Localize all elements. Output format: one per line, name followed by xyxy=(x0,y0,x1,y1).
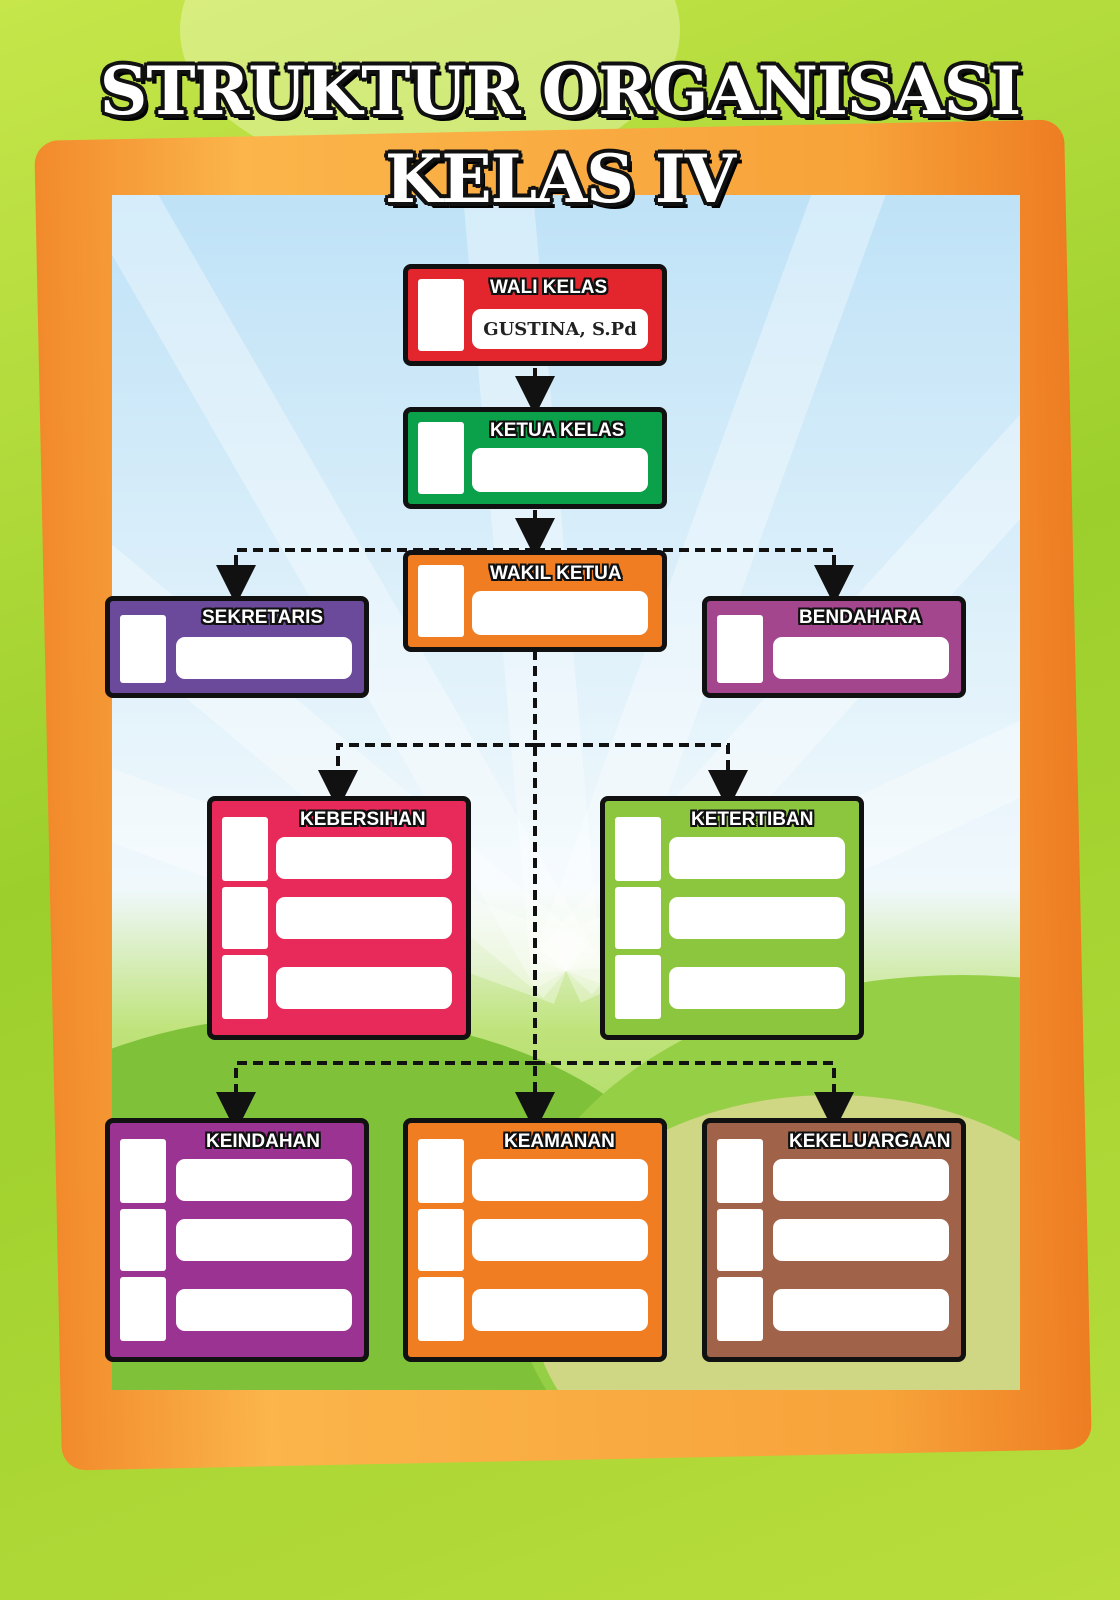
member-photo xyxy=(418,1139,464,1203)
kebersihan-box: KEBERSIHAN xyxy=(207,796,471,1040)
member-photo xyxy=(222,887,268,949)
member-name-field xyxy=(472,1159,648,1201)
wakil-ketua-label: WAKIL KETUA xyxy=(490,563,622,584)
sekretaris-box: SEKRETARIS xyxy=(105,596,369,698)
member-name-field xyxy=(669,897,845,939)
member-name-field xyxy=(176,1289,352,1331)
member-photo xyxy=(615,817,661,881)
kekeluargaan-box: KEKELUARGAAN xyxy=(702,1118,966,1362)
member-name-field xyxy=(773,1289,949,1331)
member-photo xyxy=(717,1209,763,1271)
member-name-field xyxy=(176,1219,352,1261)
page-title: STRUKTUR ORGANISASI xyxy=(99,52,1022,130)
member-photo xyxy=(615,887,661,949)
ketertiban-label: KETERTIBAN xyxy=(691,809,814,830)
member-name-field xyxy=(276,837,452,879)
member-photo xyxy=(222,817,268,881)
wali-kelas-name: GUSTINA, S.Pd xyxy=(472,309,648,349)
sekretaris-label: SEKRETARIS xyxy=(202,607,324,628)
member-name-field xyxy=(472,1219,648,1261)
member-photo xyxy=(120,1277,166,1341)
bendahara-label: BENDAHARA xyxy=(799,607,922,628)
keindahan-box: KEINDAHAN xyxy=(105,1118,369,1362)
ketua-kelas-photo xyxy=(418,422,464,494)
connector-wakil-keindahan xyxy=(216,1061,535,1132)
wali-kelas-box: WALI KELAS GUSTINA, S.Pd xyxy=(403,264,667,366)
member-name-field xyxy=(773,1159,949,1201)
member-photo xyxy=(615,955,661,1019)
member-photo xyxy=(222,955,268,1019)
page-subtitle: KELAS IV xyxy=(384,140,736,218)
kebersihan-label: KEBERSIHAN xyxy=(300,809,426,830)
keamanan-label: KEAMANAN xyxy=(504,1131,615,1152)
bendahara-name-field xyxy=(773,637,949,679)
ketua-kelas-box: KETUA KELAS xyxy=(403,407,667,509)
member-name-field xyxy=(669,837,845,879)
kekeluargaan-label: KEKELUARGAAN xyxy=(789,1131,951,1152)
wali-kelas-photo xyxy=(418,279,464,351)
member-photo xyxy=(418,1277,464,1341)
keindahan-label: KEINDAHAN xyxy=(206,1131,320,1152)
ketertiban-box: KETERTIBAN xyxy=(600,796,864,1040)
bendahara-photo xyxy=(717,615,763,683)
member-name-field xyxy=(773,1219,949,1261)
member-name-field xyxy=(669,967,845,1009)
ketua-kelas-name-field xyxy=(472,448,648,492)
sekretaris-photo xyxy=(120,615,166,683)
connector-wakil-kebersihan xyxy=(318,743,535,810)
wakil-ketua-box: WAKIL KETUA xyxy=(403,550,667,652)
member-photo xyxy=(418,1209,464,1271)
member-name-field xyxy=(472,1289,648,1331)
member-name-field xyxy=(176,1159,352,1201)
member-photo xyxy=(120,1209,166,1271)
wali-kelas-label: WALI KELAS xyxy=(490,277,608,298)
connector-wakil-kekeluargaan xyxy=(535,1061,854,1132)
wakil-ketua-name-field xyxy=(472,591,648,635)
keamanan-box: KEAMANAN xyxy=(403,1118,667,1362)
ketua-kelas-label: KETUA KELAS xyxy=(490,420,625,441)
sekretaris-name-field xyxy=(176,637,352,679)
member-photo xyxy=(717,1277,763,1341)
member-name-field xyxy=(276,897,452,939)
member-photo xyxy=(120,1139,166,1203)
member-name-field xyxy=(276,967,452,1009)
bendahara-box: BENDAHARA xyxy=(702,596,966,698)
wakil-ketua-photo xyxy=(418,565,464,637)
member-photo xyxy=(717,1139,763,1203)
connector-wakil-ketertiban xyxy=(535,743,748,810)
